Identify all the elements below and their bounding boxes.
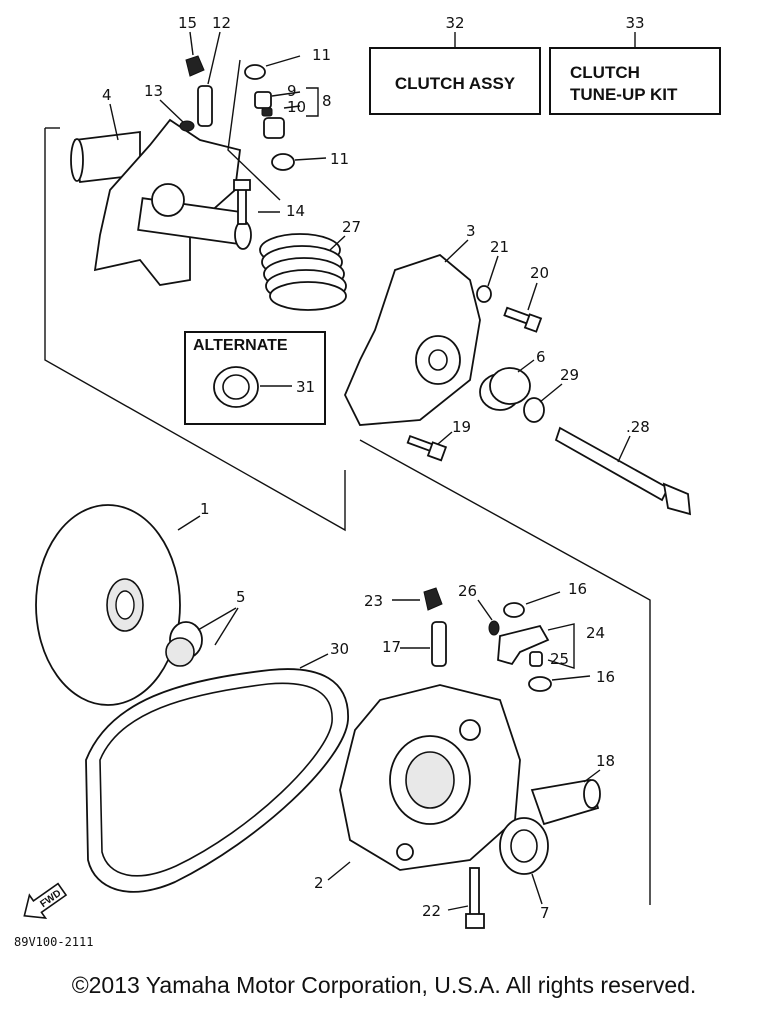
part-26-bushing[interactable]: 26 [458,582,500,636]
callout-5: 5 [236,588,246,606]
callout-32: 32 [445,14,464,32]
part-18-bushing[interactable]: 18 [530,752,615,826]
callout-14: 14 [286,202,305,220]
part-23-nut[interactable]: 23 [364,587,443,611]
alternate-box[interactable]: ALTERNATE 31 [184,331,326,425]
part-9-10-roller[interactable]: 9 10 8 [254,82,332,139]
callout-1: 1 [200,500,210,518]
part-3-cover[interactable]: 3 [344,222,481,426]
callout-30: 30 [330,640,349,658]
callout-12: 12 [212,14,231,32]
copyright-notice: ©2013 Yamaha Motor Corporation, U.S.A. A… [71,972,697,998]
part-14-bolt[interactable]: 14 [227,59,305,225]
callout-17: 17 [382,638,401,656]
part-28-bolt[interactable]: .28 [554,418,692,516]
callout-21: 21 [490,238,509,256]
figure-code: 89V100-2111 [14,935,93,949]
tune-up-label-line2: TUNE-UP KIT [570,85,678,104]
clutch-tune-up-kit-box[interactable]: CLUTCH TUNE-UP KIT 33 [549,14,721,115]
part-4-spider[interactable]: 4 [70,86,252,286]
callout-2: 2 [314,874,324,892]
callout-26: 26 [458,582,477,600]
tune-up-label-line1: CLUTCH [570,63,640,82]
callout-10: 10 [287,98,306,116]
part-7-seal[interactable]: 7 [499,817,550,922]
callout-24: 24 [586,624,605,642]
callout-18: 18 [596,752,615,770]
part-5-bushing[interactable]: 5 [165,588,246,667]
callout-23: 23 [364,592,383,610]
part-1-sheave[interactable]: 1 [35,500,210,706]
part-21-nut[interactable]: 21 [476,238,509,303]
clutch-assy-label: CLUTCH ASSY [395,74,516,93]
callout-4: 4 [102,86,112,104]
part-12-pin[interactable]: 12 [197,14,231,127]
part-13-bushing[interactable]: 13 [144,82,195,132]
part-29-washer[interactable]: 29 [523,366,579,423]
part-15-nut[interactable]: 15 [178,14,205,77]
callout-11b: 11 [330,150,349,168]
part-16-washer-bottom[interactable]: 16 [528,668,615,692]
callout-11a: 11 [312,46,331,64]
callout-15: 15 [178,14,197,32]
part-19-bolt[interactable]: 19 [406,418,471,462]
part-27-spring[interactable]: 27 [259,218,361,311]
assembly-outline [44,127,651,905]
callout-20: 20 [530,264,549,282]
callout-16b: 16 [596,668,615,686]
fwd-arrow-icon: FWD [23,882,68,920]
part-6-bushing[interactable]: 6 [479,348,546,411]
part-11-washer-top[interactable]: 11 [244,46,331,80]
clutch-assy-box[interactable]: CLUTCH ASSY 32 [369,14,541,115]
part-30-belt[interactable]: 30 [85,640,349,893]
part-20-bolt[interactable]: 20 [503,264,549,333]
callout-27: 27 [342,218,361,236]
part-2-movable-sheave[interactable]: 2 [314,684,521,892]
callout-9: 9 [287,82,297,100]
callout-8: 8 [322,92,332,110]
callout-3: 3 [466,222,476,240]
callout-28: .28 [626,418,650,436]
part-22-bolt[interactable]: 22 [422,867,485,929]
part-17-pin[interactable]: 17 [382,621,447,667]
callout-25: 25 [550,650,569,668]
part-16-washer-top[interactable]: 16 [503,580,587,618]
callout-31: 31 [296,378,315,396]
clutch-exploded-diagram: CLUTCH ASSY 32 CLUTCH TUNE-UP KIT 33 4 1… [14,14,721,949]
callout-16a: 16 [568,580,587,598]
callout-33: 33 [625,14,644,32]
part-24-25-weight[interactable]: 24 25 [497,623,605,669]
part-11-washer-bottom[interactable]: 11 [271,150,349,171]
callout-7: 7 [540,904,550,922]
callout-19: 19 [452,418,471,436]
callout-29: 29 [560,366,579,384]
callout-6: 6 [536,348,546,366]
callout-22: 22 [422,902,441,920]
alternate-label: ALTERNATE [193,337,288,354]
callout-13: 13 [144,82,163,100]
